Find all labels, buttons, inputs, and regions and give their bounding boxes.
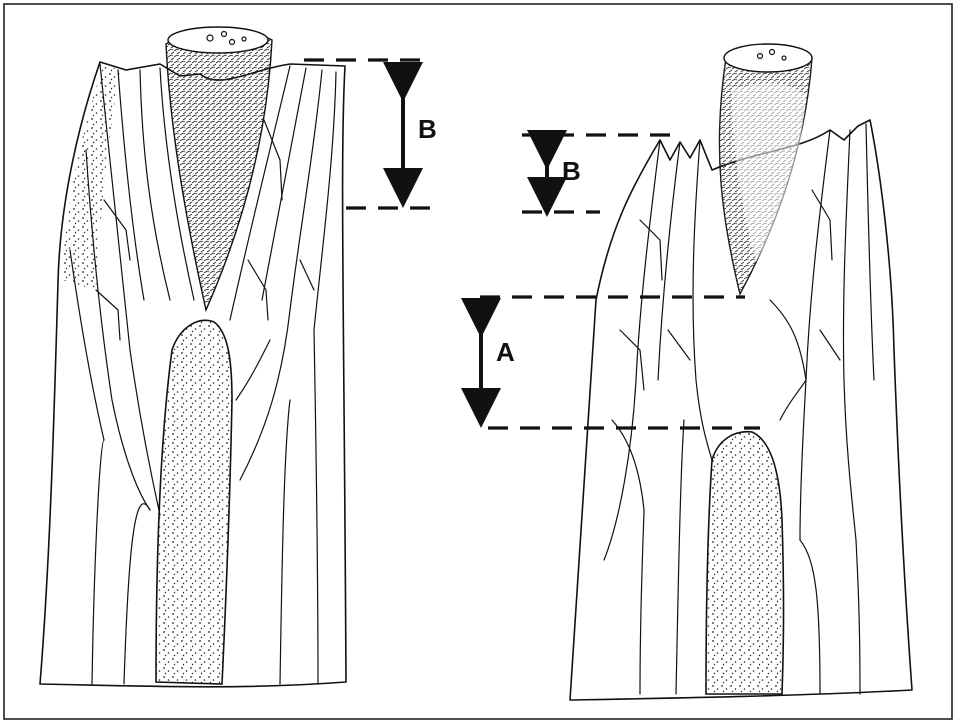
- right-b-label: B: [562, 156, 581, 186]
- right-column-top: [724, 44, 812, 72]
- figure-frame: [4, 4, 952, 719]
- right-a-label: A: [496, 337, 515, 367]
- left-panel: [40, 27, 346, 687]
- right-panel: [570, 44, 912, 700]
- right-measure-a: A: [480, 297, 760, 428]
- left-column-top: [168, 27, 268, 53]
- left-column: [166, 31, 272, 310]
- left-measure-b: B: [304, 60, 437, 208]
- right-tongue: [706, 432, 784, 694]
- left-b-label: B: [418, 114, 437, 144]
- left-tongue: [156, 320, 232, 684]
